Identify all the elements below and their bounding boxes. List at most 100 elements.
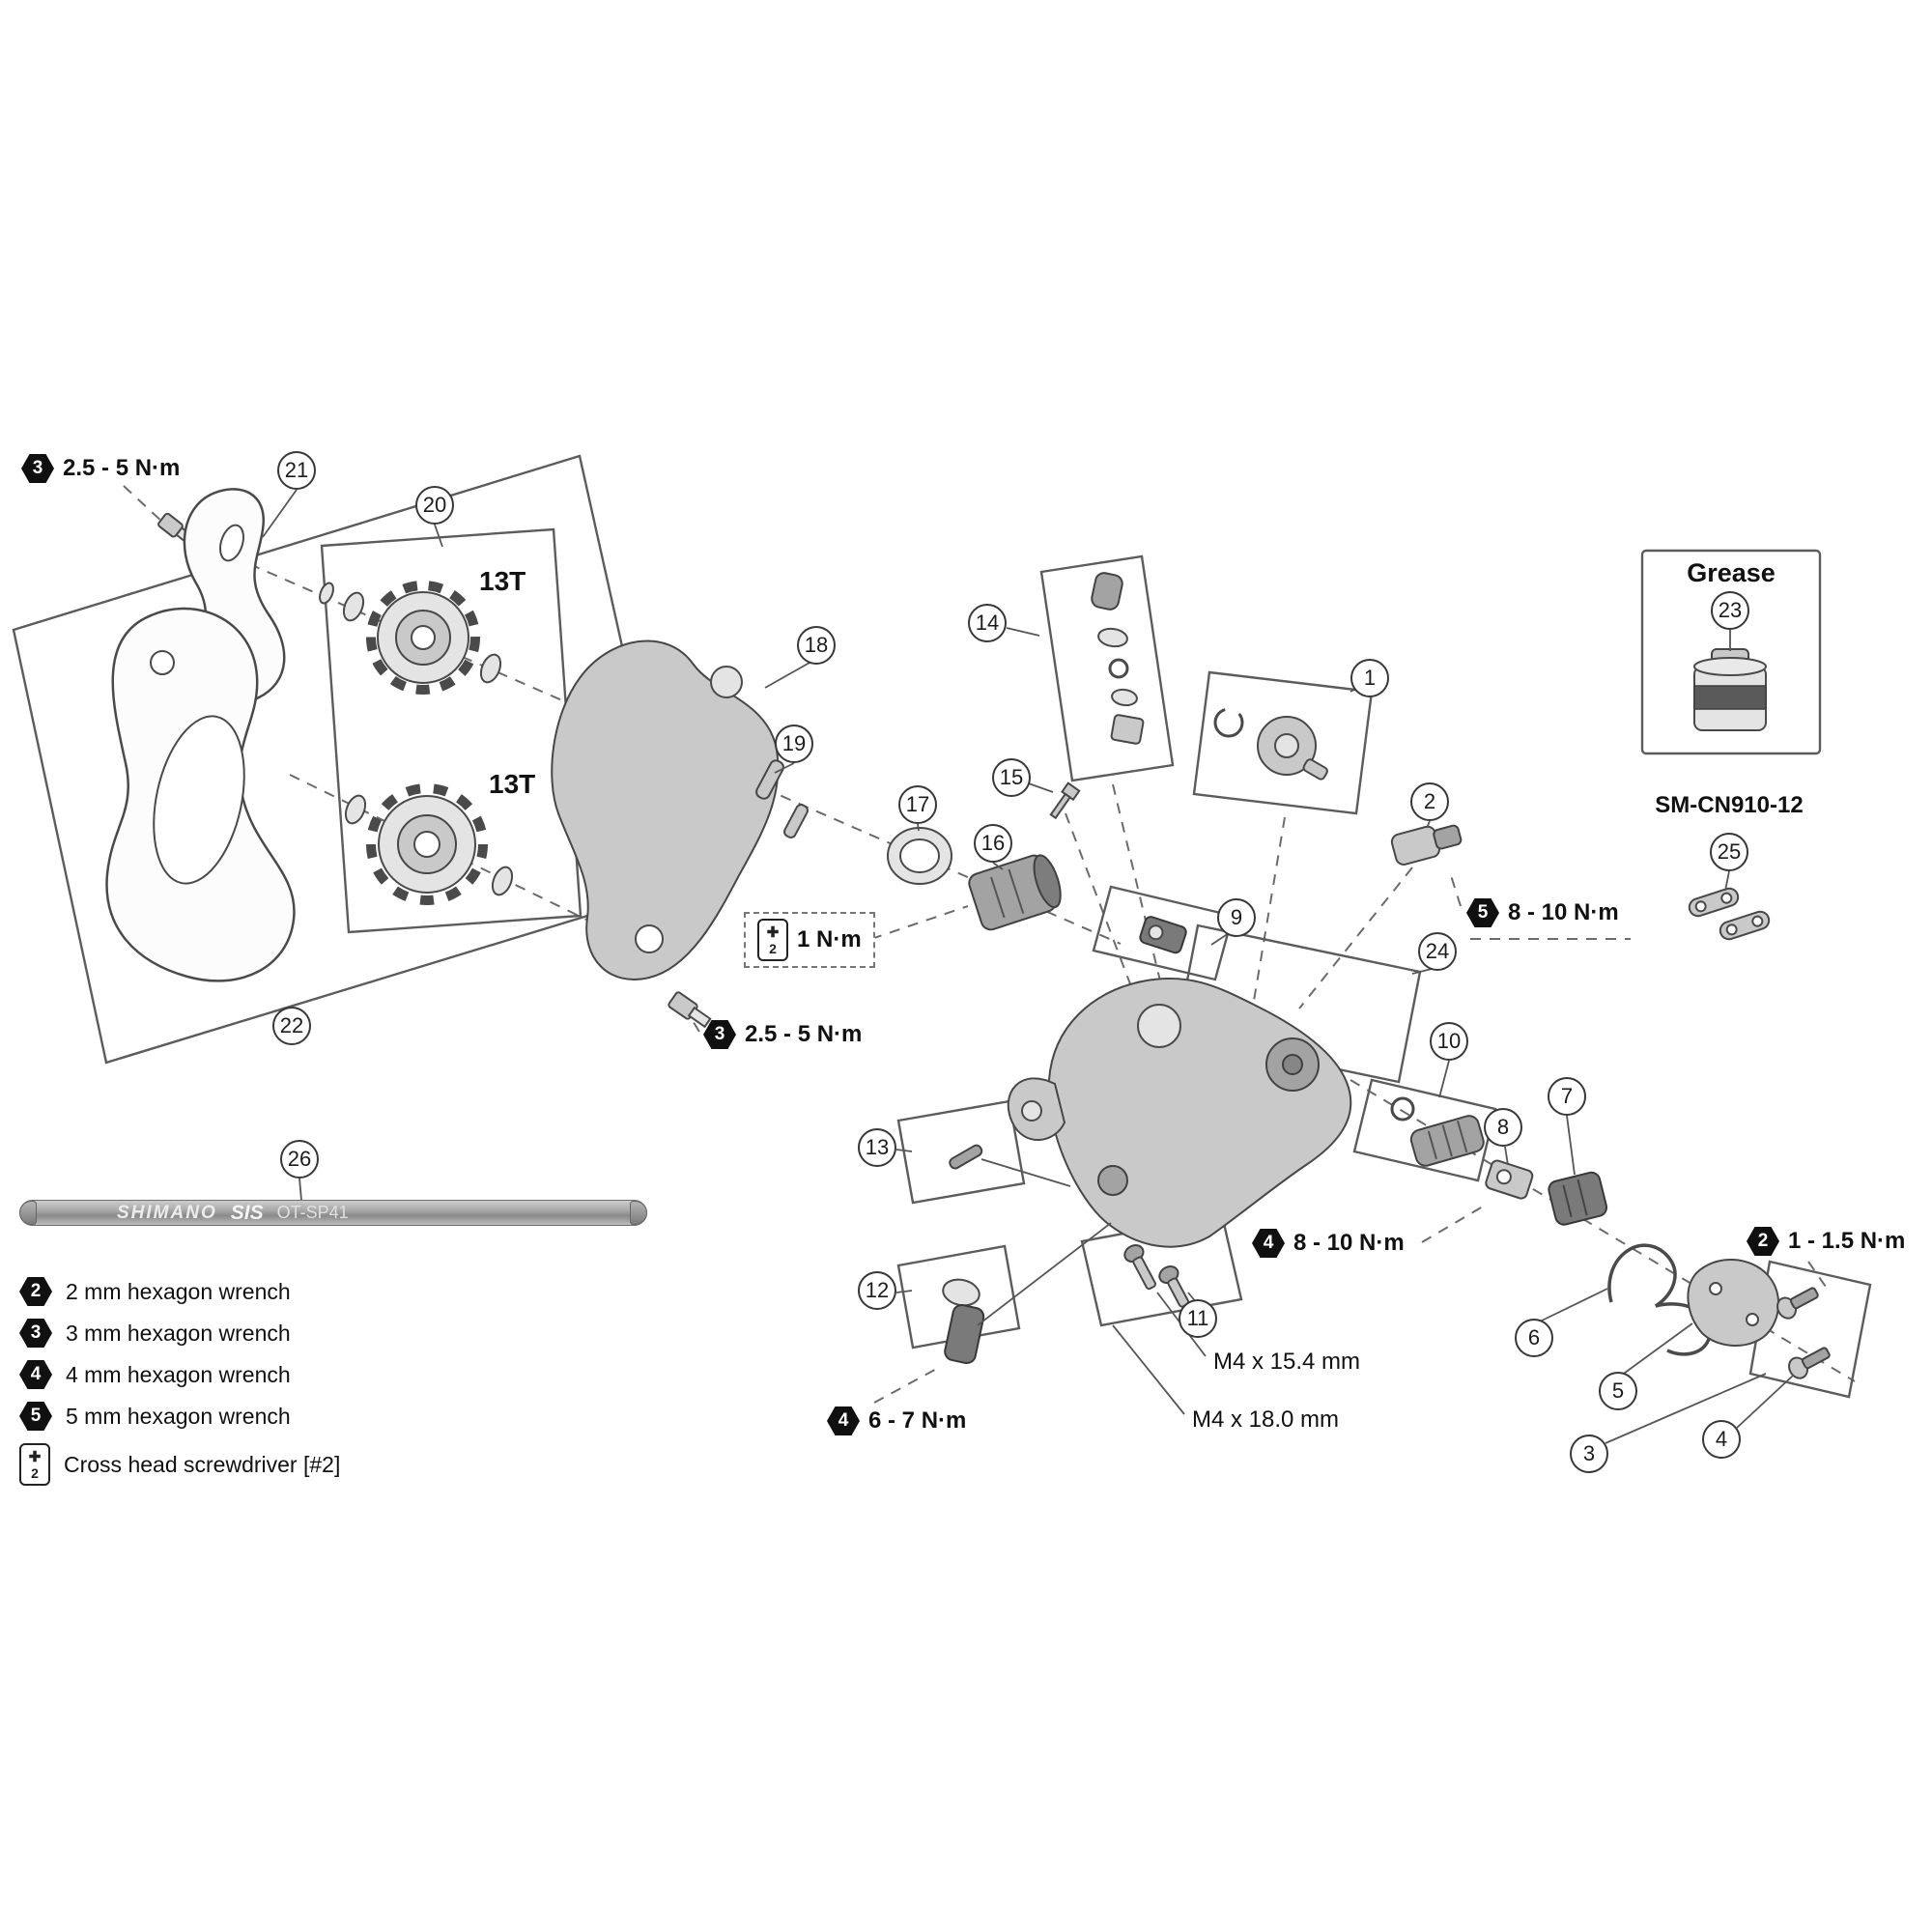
group-box-14	[1039, 554, 1175, 782]
callout-16: 16	[974, 824, 1012, 863]
callout-18: 18	[797, 626, 836, 665]
cross-glyph: ✚	[766, 923, 780, 941]
part-screws-11	[1123, 1244, 1190, 1308]
legend-row-3mm: 3 3 mm hexagon wrench	[19, 1319, 340, 1348]
hex-wrench-icon: 5	[1466, 898, 1499, 927]
callout-number: 21	[284, 458, 309, 482]
cable-routing-lines	[977, 1158, 1112, 1326]
callout-23: 23	[1711, 591, 1749, 630]
hex-wrench-icon: 4	[827, 1406, 860, 1435]
torque-value: 8 - 10 N·m	[1293, 1230, 1405, 1256]
part-cap-7	[1548, 1171, 1608, 1226]
derailleur-body	[1007, 978, 1352, 1248]
callout-number: 4	[1715, 1427, 1728, 1451]
callout-number: 6	[1527, 1325, 1541, 1350]
grease-jar-23	[1693, 648, 1767, 731]
callout-5: 5	[1599, 1372, 1637, 1410]
legend-label: 2 mm hexagon wrench	[66, 1278, 291, 1304]
guide-pulley-13t	[366, 581, 480, 695]
group-box-10	[1352, 1078, 1497, 1182]
callout-number: 9	[1230, 905, 1243, 929]
torque-label-cover-screws: 2 1 - 1.5 N·m	[1747, 1227, 1905, 1256]
callout-7: 7	[1548, 1077, 1586, 1116]
part-cover-5	[1687, 1259, 1780, 1348]
pulley-size-label-bottom: 13T	[489, 769, 536, 799]
callout-number: 15	[999, 765, 1024, 789]
torque-value: 2.5 - 5 N·m	[745, 1021, 863, 1047]
screw-spec-m4-15: M4 x 15.4 mm	[1213, 1349, 1361, 1375]
part-adjust-bolt-12	[942, 1278, 985, 1365]
callout-leader-lines	[262, 489, 1794, 1444]
torque-value: 8 - 10 N·m	[1508, 899, 1619, 925]
callout-4: 4	[1702, 1420, 1741, 1459]
callout-number: 12	[865, 1278, 890, 1302]
legend-row-2mm: 2 2 mm hexagon wrench	[19, 1277, 340, 1306]
legend-row-screwdriver: ✚ 2 Cross head screwdriver [#2]	[19, 1443, 340, 1486]
group-box-13	[896, 1099, 1026, 1205]
torque-value: 2.5 - 5 N·m	[63, 455, 181, 481]
part-spring-6	[1607, 1243, 1712, 1356]
grease-title: Grease	[1687, 558, 1776, 587]
part-screw-3	[1776, 1287, 1819, 1320]
part-bushing-ring-17	[887, 827, 952, 885]
part-screw-15	[1049, 781, 1081, 820]
cross-glyph: ✚	[28, 1448, 42, 1465]
callout-9: 9	[1217, 898, 1256, 937]
bit-number: 2	[769, 940, 777, 956]
part-cable-fixing-9	[1139, 916, 1187, 954]
callout-number: 7	[1560, 1084, 1574, 1108]
callout-3: 3	[1570, 1435, 1608, 1473]
callout-number: 5	[1611, 1378, 1625, 1403]
shift-cable-housing: SHIMANO SIS OT-SP41	[19, 1200, 647, 1226]
tool-legend: 2 2 mm hexagon wrench 3 3 mm hexagon wre…	[19, 1277, 340, 1486]
part-inner-plate-18	[551, 639, 780, 980]
hex-wrench-icon: 2	[19, 1277, 52, 1306]
guide-pulley-washers	[319, 582, 502, 684]
callout-number: 13	[865, 1135, 890, 1159]
hex-wrench-icon: 5	[19, 1402, 52, 1431]
hex-wrench-icon: 2	[1747, 1227, 1779, 1256]
torque-label-screwdriver: ✚ 2 1 N·m	[744, 912, 875, 968]
callout-19: 19	[775, 724, 813, 763]
callout-number: 3	[1582, 1441, 1596, 1465]
cable-brand-text: SHIMANO	[117, 1202, 217, 1223]
callout-number: 19	[781, 731, 807, 755]
callout-12: 12	[858, 1271, 896, 1310]
torque-leader-lines	[689, 868, 1827, 1404]
callout-24: 24	[1418, 932, 1457, 971]
callout-8: 8	[1484, 1108, 1522, 1147]
callout-11: 11	[1179, 1299, 1217, 1338]
part-plate-8	[1485, 1159, 1534, 1200]
torque-label-clutch-bolt: 4 8 - 10 N·m	[1252, 1229, 1405, 1258]
legend-label: 5 mm hexagon wrench	[66, 1403, 291, 1429]
part-adjuster-stack-14	[1091, 572, 1145, 745]
quick-links-25	[1688, 887, 1771, 941]
group-box-20	[320, 527, 582, 934]
part-bracket-unit-1	[1213, 707, 1328, 781]
torque-label-bracket-axle: 5 8 - 10 N·m	[1466, 898, 1619, 927]
legend-label: Cross head screwdriver [#2]	[64, 1451, 341, 1477]
torque-value: 1 N·m	[797, 926, 862, 952]
callout-number: 20	[422, 493, 447, 517]
callout-number: 25	[1717, 839, 1742, 864]
torque-value: 6 - 7 N·m	[868, 1407, 967, 1434]
callout-25: 25	[1710, 833, 1748, 871]
callout-number: 26	[287, 1147, 312, 1171]
callout-number: 18	[804, 633, 829, 657]
legend-label: 3 mm hexagon wrench	[66, 1320, 291, 1346]
cable-sis-text: SIS	[230, 1201, 264, 1224]
hex-wrench-icon: 3	[19, 1319, 52, 1348]
callout-number: 8	[1496, 1115, 1510, 1139]
hex-wrench-icon: 4	[19, 1360, 52, 1389]
torque-label-cable-bolt: 4 6 - 7 N·m	[827, 1406, 966, 1435]
callout-2: 2	[1410, 782, 1449, 821]
torque-label-outer-plate-bolt: 3 2.5 - 5 N·m	[21, 454, 180, 483]
callout-number: 16	[980, 831, 1006, 855]
legend-label: 4 mm hexagon wrench	[66, 1361, 291, 1387]
part-oring-bolt-10	[1390, 1096, 1485, 1167]
callout-22: 22	[272, 1007, 311, 1045]
cable-model-text: OT-SP41	[276, 1203, 349, 1222]
callout-13: 13	[858, 1128, 896, 1167]
